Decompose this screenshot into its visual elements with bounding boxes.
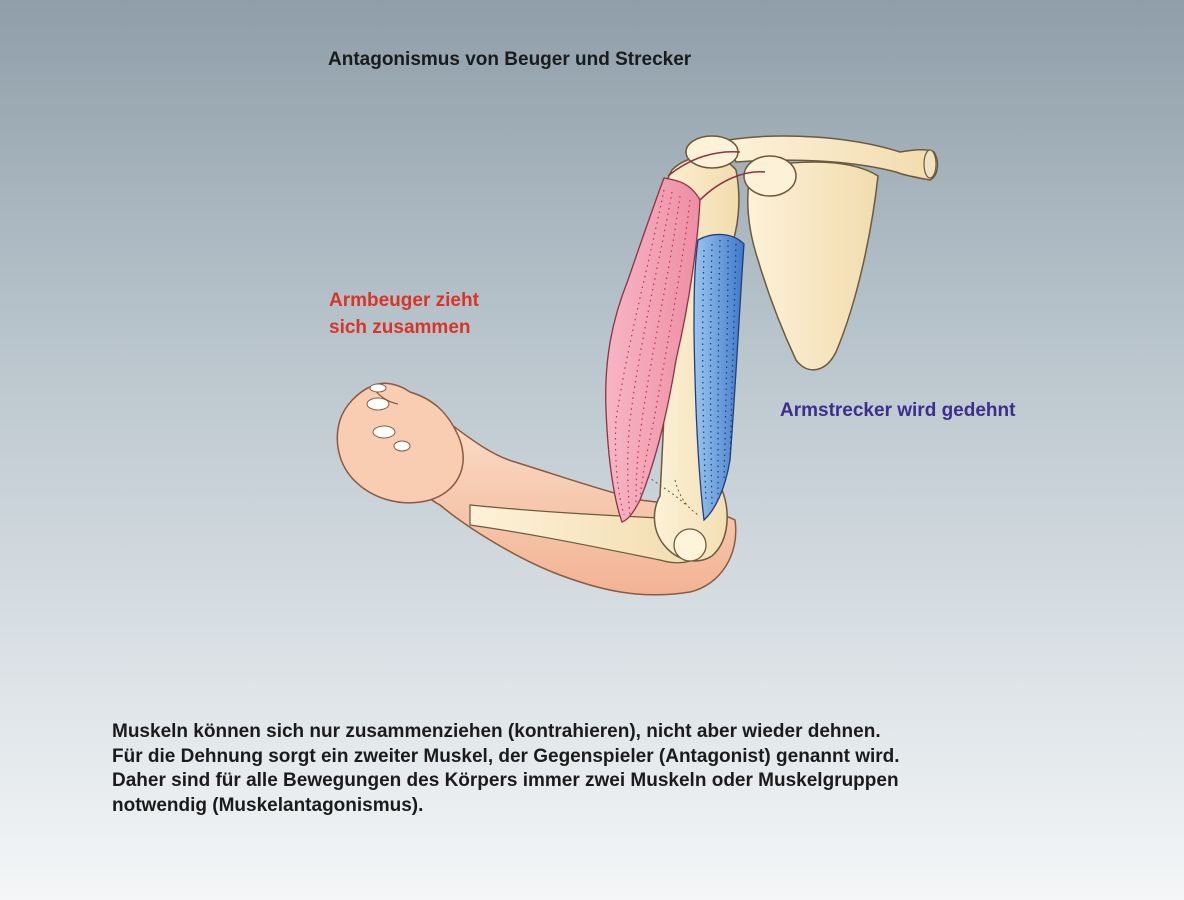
caption-line: notwendig (Muskelantagonismus). <box>112 794 424 816</box>
clavicle-bone <box>726 135 939 181</box>
caption-text: Muskeln können sich nur zusammenziehen (… <box>112 720 1112 818</box>
extensor-fibers <box>702 239 737 506</box>
fingernail <box>369 383 387 393</box>
diagram-title: Antagonismus von Beuger und Strecker <box>328 49 692 70</box>
flexor-fibers <box>614 189 691 516</box>
flexor-label-line2: sich zusammen <box>329 317 471 338</box>
extensor-label: Armstrecker wird gedehnt <box>780 400 1016 421</box>
flexor-label: Armbeuger zieht sich zusammen <box>329 287 479 341</box>
caption-line: Daher sind für alle Bewegungen des Körpe… <box>112 770 899 791</box>
fingernail <box>393 440 411 452</box>
fingernail <box>366 397 390 411</box>
caption-line: Für die Dehnung sorgt ein zweiter Muskel… <box>112 745 900 767</box>
fingernail <box>372 425 396 439</box>
extensor-muscle <box>693 233 745 522</box>
scapula-bone <box>747 161 879 371</box>
caption-line: Muskeln können sich nur zusammenziehen (… <box>112 721 881 742</box>
clavicle-end <box>923 149 937 179</box>
flexor-label-line1: Armbeuger zieht <box>329 290 479 311</box>
elbow-joint <box>673 528 707 562</box>
